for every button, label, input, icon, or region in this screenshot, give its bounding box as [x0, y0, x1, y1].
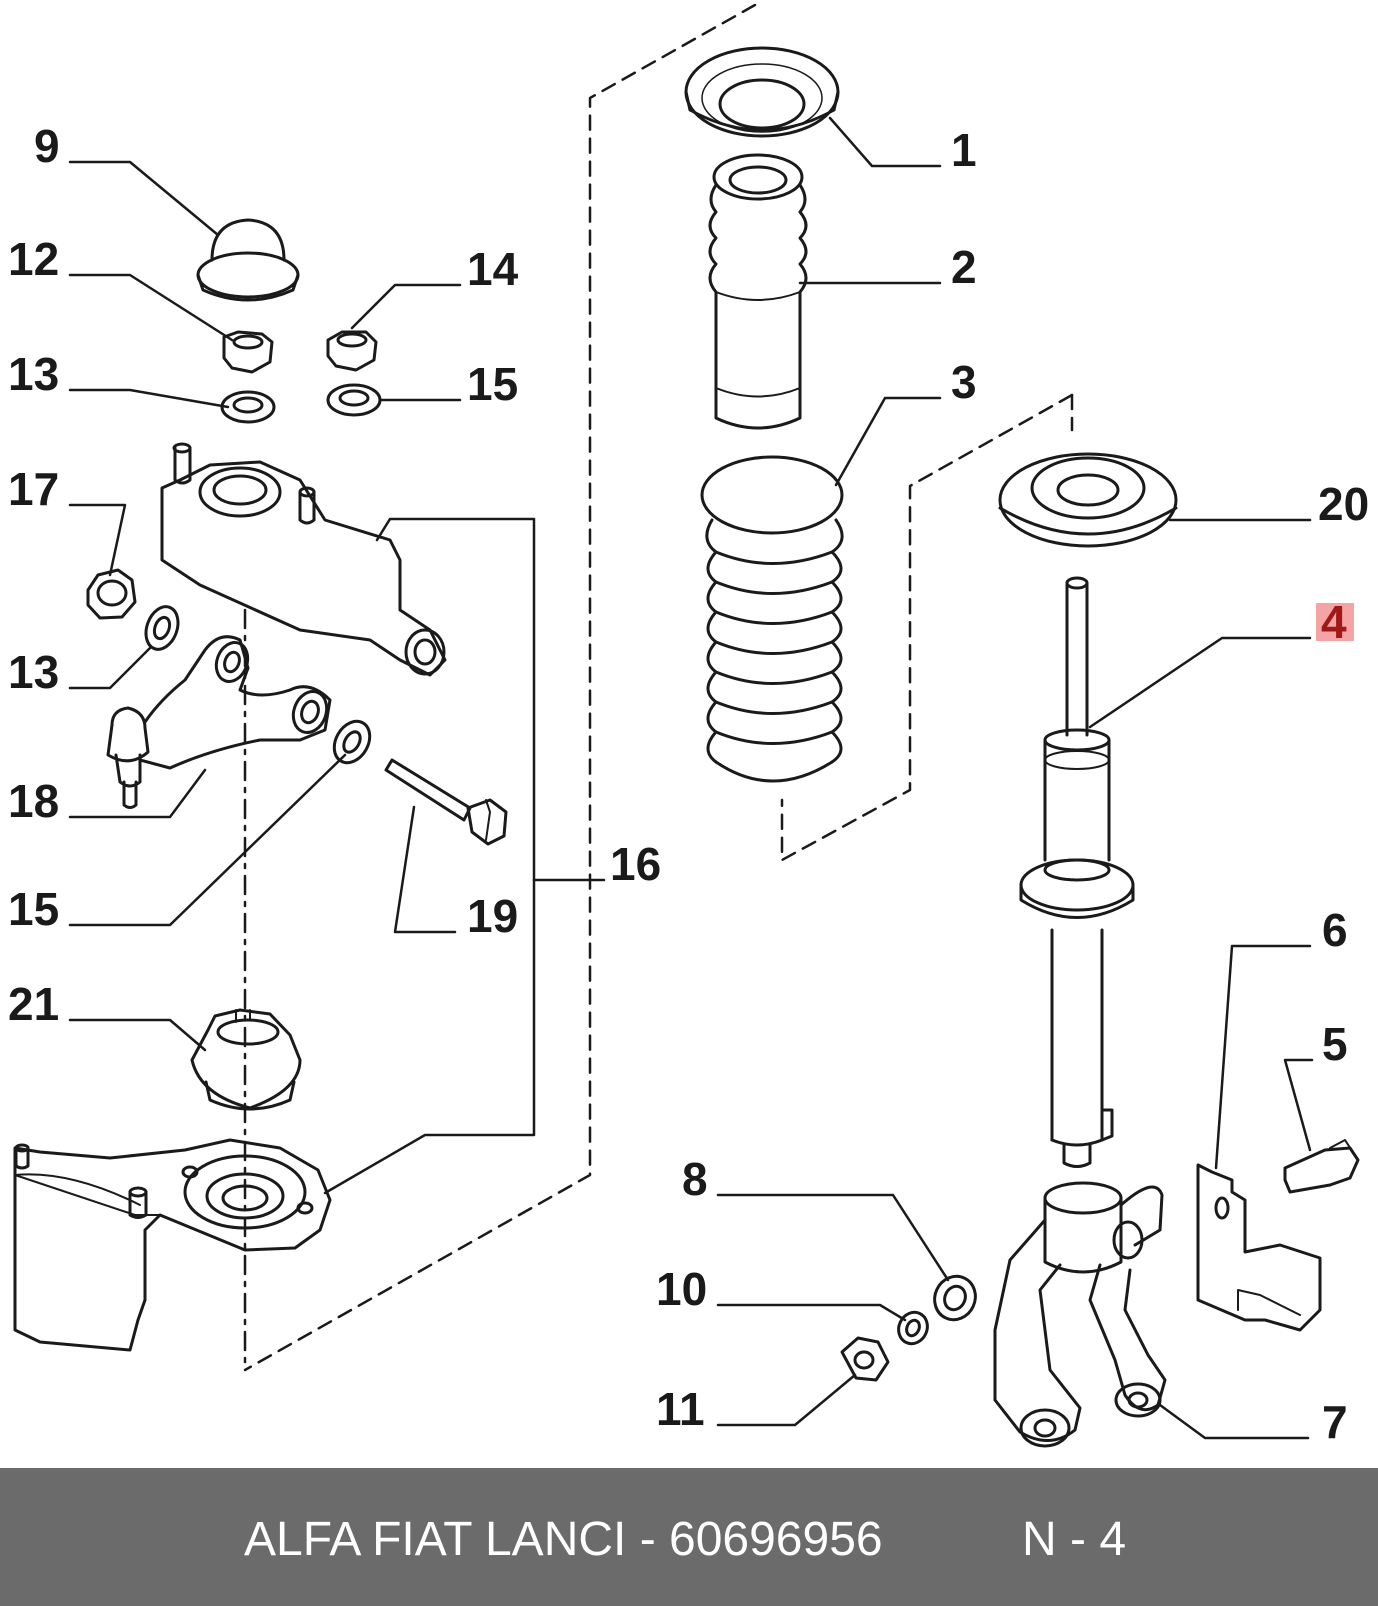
- callout-9: 9: [34, 120, 60, 172]
- rubber-mount-9: [196, 218, 300, 302]
- washer-15-top: [326, 383, 382, 417]
- shock-absorber: [1019, 576, 1135, 1168]
- callout-17: 17: [8, 463, 59, 515]
- footer-code: N - 4: [1022, 1513, 1126, 1566]
- callout-10: 10: [656, 1263, 707, 1315]
- rubber-mount-21: [190, 1008, 302, 1111]
- washer-15-mid: [332, 719, 372, 765]
- callout-12: 12: [8, 233, 59, 285]
- callout-8: 8: [682, 1153, 708, 1205]
- callout-15-top: 15: [467, 358, 518, 410]
- callout-labels: 1 2 3 4 5 6 7 8 9 10 11 12 13 13 14 15 1…: [8, 120, 1369, 1448]
- callout-19: 19: [467, 890, 518, 942]
- callout-18: 18: [8, 775, 59, 827]
- callout-4: 4: [1321, 596, 1347, 648]
- callout-13-top: 13: [8, 348, 59, 400]
- nut-11: [840, 1336, 890, 1382]
- footer-bar: [0, 1468, 1378, 1606]
- nut-12: [222, 330, 274, 374]
- upper-arm-bracket: [160, 442, 447, 677]
- upper-wishbone: [106, 635, 332, 809]
- callout-14: 14: [467, 243, 519, 295]
- bump-stop-boot: [708, 153, 808, 430]
- callout-2: 2: [951, 241, 977, 293]
- washer-13-top: [220, 390, 276, 424]
- callout-13-left: 13: [8, 646, 59, 698]
- bolt-5: [1283, 1139, 1360, 1194]
- leader-lines: [68, 116, 1314, 1440]
- steering-knuckle: [993, 1181, 1167, 1448]
- bolt-19: [384, 758, 508, 846]
- callout-16: 16: [610, 838, 661, 890]
- coil-spring: [700, 455, 844, 783]
- assembly-dashed-lines: [243, 3, 1074, 1372]
- footer-title: ALFA FIAT LANCI - 60696956: [244, 1513, 883, 1566]
- highlight-box-4: [1316, 603, 1354, 641]
- callout-6: 6: [1322, 904, 1348, 956]
- upper-spring-seat: [998, 452, 1178, 548]
- callout-20: 20: [1318, 478, 1369, 530]
- callout-7: 7: [1322, 1396, 1348, 1448]
- nut-17: [86, 568, 137, 620]
- lower-turret-bracket: [13, 1138, 332, 1352]
- callout-3: 3: [951, 356, 977, 408]
- spring-top-pad: [684, 46, 840, 138]
- callout-5: 5: [1322, 1018, 1348, 1070]
- callout-11: 11: [656, 1383, 705, 1435]
- callout-1: 1: [951, 124, 977, 176]
- callout-15-mid: 15: [8, 883, 59, 935]
- washer-13-left: [144, 605, 180, 651]
- nut-14: [326, 330, 378, 372]
- callout-21: 21: [8, 978, 59, 1030]
- mounting-bracket: [1196, 1163, 1322, 1332]
- spring-washer-10: [897, 1310, 929, 1346]
- washer-8: [933, 1274, 977, 1322]
